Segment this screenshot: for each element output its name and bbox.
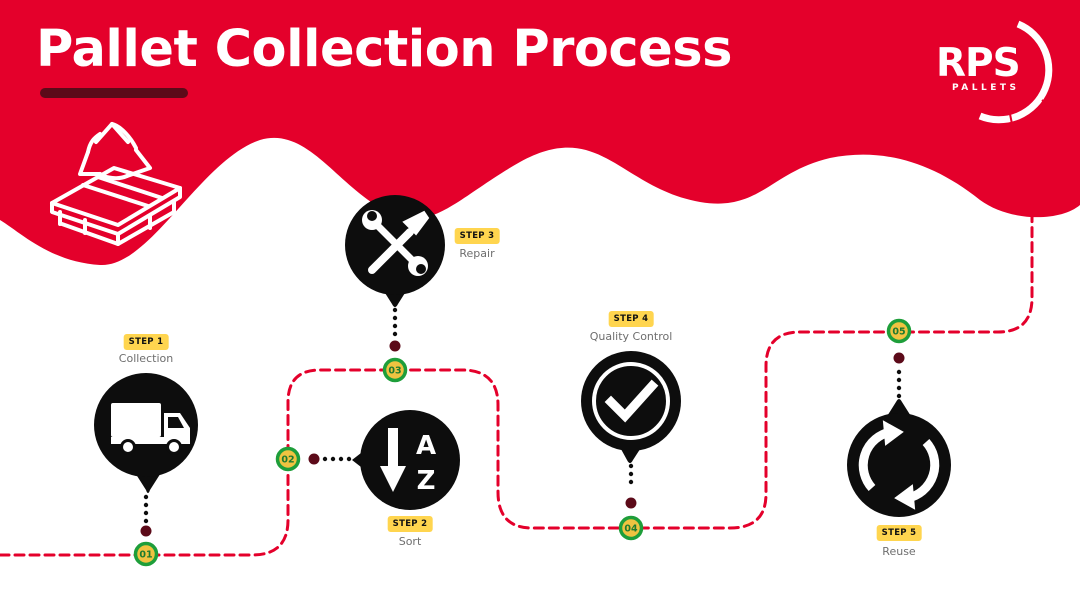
recycling-pallet-icon [50,122,182,246]
svg-text:Z: Z [417,466,436,496]
step3-number: 03 [388,366,401,377]
step5-connector [893,352,905,399]
page-title: Pallet Collection Process [36,20,732,79]
svg-text:A: A [416,431,436,461]
step1-marker: 01 [133,541,159,567]
step5-number: 05 [892,327,905,338]
step5-label: Reuse [882,545,916,558]
step3-marker: 03 [382,357,408,383]
step2-marker: 02 [275,446,301,472]
header-background [0,0,1080,266]
step1-label: Collection [118,352,174,365]
step1-badge: STEP 1 [123,334,169,350]
step1-pin [94,373,198,493]
step3-pin [345,195,445,307]
pin-circle [360,410,460,510]
step2-pin: A Z [352,410,460,510]
step4-number: 04 [624,524,638,535]
logo-text: RPS [936,41,1021,86]
step1-connector [140,494,152,537]
step4-pin [581,351,681,463]
step3-label: Repair [459,247,495,260]
title-underline [40,88,188,98]
step4-connector [625,463,637,509]
step1-number: 01 [139,550,152,561]
process-path [0,203,1034,557]
truck-icon [111,403,190,455]
logo-ring-segments [1009,27,1062,125]
step5-badge: STEP 5 [876,525,922,541]
sort-az-icon: A Z [380,428,436,496]
step3-badge: STEP 3 [454,228,500,244]
step3-connector [389,307,401,352]
step5-pin [847,399,951,517]
step4-badge: STEP 4 [608,311,654,327]
tools-icon [362,210,430,276]
checkmark-icon [592,362,670,440]
step2-number: 02 [281,455,294,466]
step4-marker: 04 [618,515,644,541]
step2-label: Sort [398,535,422,548]
step5-marker: 05 [886,318,912,344]
step2-badge: STEP 2 [387,516,433,532]
logo-ring [978,20,1053,124]
step4-label: Quality Control [589,330,673,343]
step2-connector [308,453,352,465]
cycle-arrows-icon [858,420,940,510]
logo-subtext: PALLETS [952,83,1020,93]
